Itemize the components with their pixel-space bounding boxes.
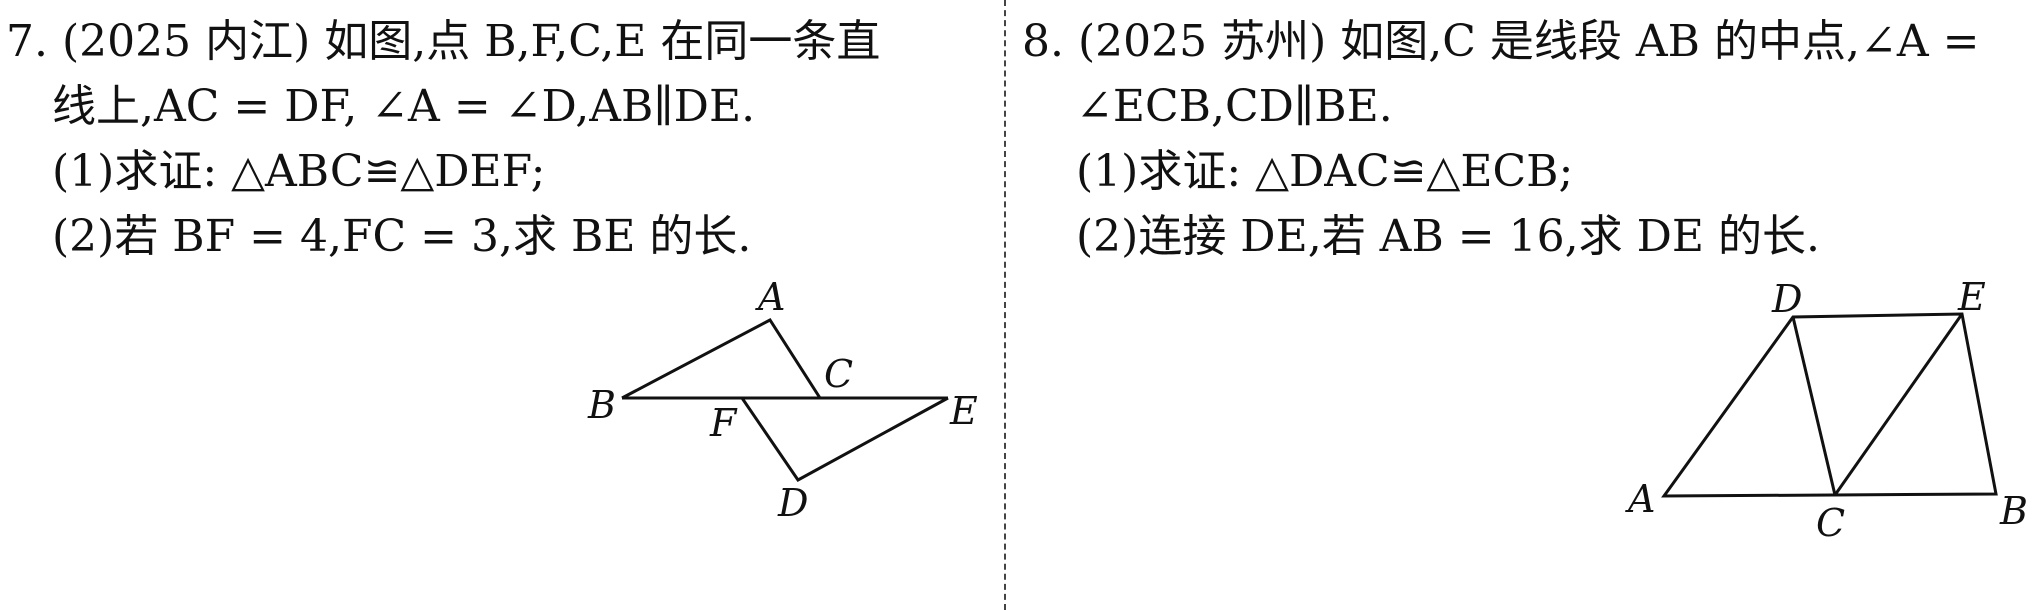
problem-8-line-4: (2)连接 DE,若 AB = 16,求 DE 的长. bbox=[1076, 211, 1820, 262]
triangle-abc-sides bbox=[621, 318, 822, 400]
problem-8-figure: D E A C B bbox=[1625, 275, 2028, 545]
label-a: A bbox=[755, 275, 785, 319]
label-f: F bbox=[709, 401, 738, 445]
problem-7-line-1: 7. (2025 内江) 如图,点 B,F,C,E 在同一条直 bbox=[6, 16, 881, 67]
label-b: B bbox=[587, 383, 616, 427]
label-e: E bbox=[949, 389, 978, 433]
problem-8-line-1: 8. (2025 苏州) 如图,C 是线段 AB 的中点,∠A = bbox=[1022, 16, 1980, 67]
problem-7-line-3: (1)求证: △ABC≌△DEF; bbox=[52, 146, 546, 197]
label-c: C bbox=[1816, 501, 1845, 545]
label-d: D bbox=[1771, 277, 1802, 321]
triangle-def-sides bbox=[740, 396, 949, 482]
problem-7: 7. (2025 内江) 如图,点 B,F,C,E 在同一条直 线上,AC = … bbox=[0, 0, 1003, 610]
problem-7-line-2: 线上,AC = DF, ∠A = ∠D,AB∥DE. bbox=[52, 81, 756, 132]
label-a: A bbox=[1625, 477, 1655, 521]
label-b: B bbox=[1999, 489, 2028, 533]
segment-dc bbox=[1791, 316, 1837, 496]
dashed-divider bbox=[1004, 0, 1006, 610]
problem-7-figure: A B C F E D bbox=[587, 275, 978, 525]
label-e: E bbox=[1957, 275, 1986, 319]
problem-7-line-4: (2)若 BF = 4,FC = 3,求 BE 的长. bbox=[52, 211, 752, 262]
problem-8-line-2: ∠ECB,CD∥BE. bbox=[1076, 81, 1393, 132]
problem-8: 8. (2025 苏州) 如图,C 是线段 AB 的中点,∠A = ∠ECB,C… bbox=[1008, 0, 2041, 610]
problem-8-line-3: (1)求证: △DAC≌△ECB; bbox=[1076, 146, 1574, 197]
label-c: C bbox=[824, 352, 853, 396]
segment-ce bbox=[1833, 313, 1964, 496]
label-d: D bbox=[777, 481, 808, 525]
